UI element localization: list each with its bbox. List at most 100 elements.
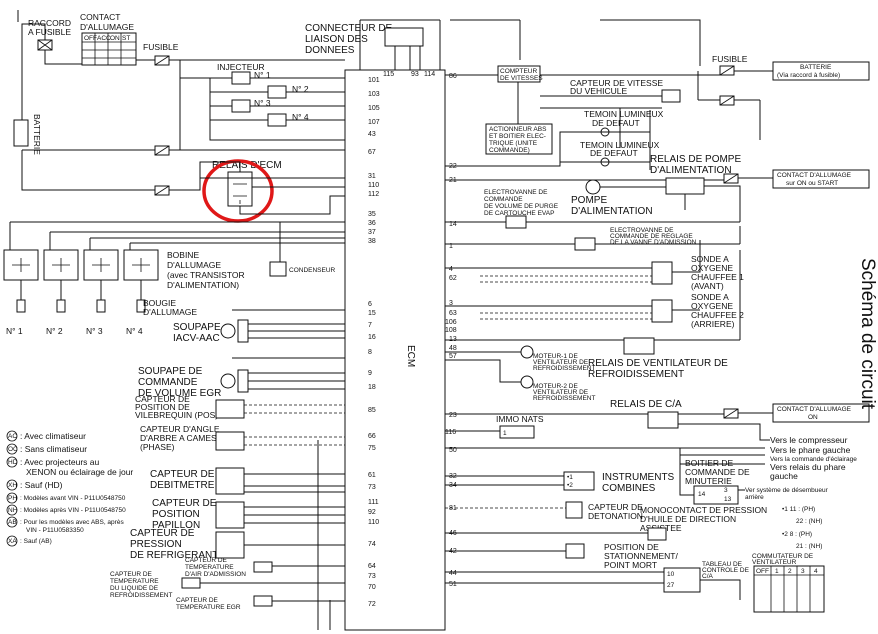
svg-text:86: 86 <box>449 73 457 80</box>
svg-text:16: 16 <box>368 334 376 341</box>
svg-text:D'ALIMENTATION): D'ALIMENTATION) <box>167 280 239 290</box>
papillon-label: CAPTEUR DE <box>152 498 217 509</box>
contact-cols: OFF ACC ON ST <box>84 35 130 42</box>
svg-text:D'ALLUMAGE: D'ALLUMAGE <box>143 307 197 317</box>
condenseur <box>269 261 287 277</box>
svg-text:93: 93 <box>411 71 419 78</box>
svg-text:111: 111 <box>368 499 379 506</box>
svg-text:61: 61 <box>368 472 376 479</box>
commutateur-cols: OFF 1 2 3 4 <box>756 568 818 575</box>
iacv-valve <box>220 323 236 339</box>
svg-text:14: 14 <box>449 221 457 228</box>
electrovanne-purge-label: ELECTROVANNE DE <box>484 189 548 196</box>
svg-text:HD: HD <box>8 459 18 466</box>
svg-text:31: 31 <box>368 173 376 180</box>
svg-text:43: 43 <box>368 131 376 138</box>
relais-pompe-label: RELAIS DE POMPE <box>650 154 741 165</box>
svg-text:: Sauf (HD): : Sauf (HD) <box>20 480 63 490</box>
svg-text:(avec TRANSISTOR: (avec TRANSISTOR <box>167 270 245 280</box>
svg-text:COMMANDE DE REGLAGE: COMMANDE DE REGLAGE <box>610 233 693 240</box>
data-link-connector <box>384 27 424 47</box>
svg-text:POINT MORT: POINT MORT <box>604 560 657 570</box>
vers-phare: Vers le phare gauche <box>770 445 851 455</box>
svg-text:VENTILATEUR DE: VENTILATEUR DE <box>533 389 589 396</box>
svg-text:XH: XH <box>8 482 17 489</box>
svg-text:DE VOLUME EGR: DE VOLUME EGR <box>138 388 221 399</box>
moteur-1 <box>520 345 534 359</box>
svg-text:110: 110 <box>368 519 379 526</box>
svg-text:DETONATION: DETONATION <box>588 511 643 521</box>
svg-text:8: 8 <box>368 349 372 356</box>
svg-text:37: 37 <box>368 229 376 236</box>
injecteur-2-label: N° 2 <box>292 84 309 94</box>
instruments-combines <box>563 471 595 491</box>
svg-text:•2: •2 <box>567 482 573 489</box>
papillon-sensor <box>215 501 245 529</box>
pos-sensor <box>215 399 245 419</box>
svg-text:72: 72 <box>368 601 376 608</box>
connecteur-label: CONNECTEUR DE <box>305 23 393 34</box>
svg-text:REFROIDISSEMENT: REFROIDISSEMENT <box>110 592 173 599</box>
svg-text:TEMPERATURE: TEMPERATURE <box>185 564 234 571</box>
svg-text:(Via raccord à fusible): (Via raccord à fusible) <box>777 72 840 79</box>
svg-text:D'ARBRE A CAMES: D'ARBRE A CAMES <box>140 433 217 443</box>
svg-text:3: 3 <box>449 300 453 307</box>
electrovanne-reglage-label: ELECTROVANNE DE <box>610 227 674 234</box>
svg-text:75: 75 <box>368 445 376 452</box>
svg-text:4: 4 <box>814 568 818 575</box>
svg-text:XENON ou éclairage de jour: XENON ou éclairage de jour <box>26 467 133 477</box>
injecteur-title: INJECTEUR <box>217 62 265 72</box>
note-2: 22 : (NH) <box>796 518 822 525</box>
svg-text:BATTERIE: BATTERIE <box>800 64 832 71</box>
svg-text:OXYGENE: OXYGENE <box>691 301 733 311</box>
svg-text:TEMPERATURE: TEMPERATURE <box>110 578 159 585</box>
svg-text:DE DEFAUT: DE DEFAUT <box>590 148 638 158</box>
svg-text:48: 48 <box>449 345 457 352</box>
svg-text:62: 62 <box>449 275 457 282</box>
svg-text:70: 70 <box>368 584 376 591</box>
svg-text:ST: ST <box>122 35 130 42</box>
monocontact <box>647 527 667 541</box>
ecm-right-pins: 86 22 21 14 1 4 62 3 63 106 108 13 48 57… <box>445 73 457 588</box>
contact-allumage-table <box>81 32 137 66</box>
svg-text:(ARRIERE): (ARRIERE) <box>691 319 735 329</box>
pos-label: CAPTEUR DE <box>135 394 190 404</box>
svg-text:7: 7 <box>368 322 372 329</box>
svg-text:AB: AB <box>8 519 17 526</box>
svg-text:: Modèles avant VIN - P11U0548: : Modèles avant VIN - P11U0548750 <box>20 495 126 502</box>
svg-text:IACV-AAC: IACV-AAC <box>173 333 220 344</box>
svg-text:CONTROLE DE: CONTROLE DE <box>702 567 750 574</box>
raccord-label2: A FUSIBLE <box>28 27 71 37</box>
refrigerant-label: CAPTEUR DE <box>130 528 195 539</box>
svg-text:TRIQUE (UNITE: TRIQUE (UNITE <box>489 140 538 147</box>
fusible-right-label: FUSIBLE <box>712 54 748 64</box>
svg-text:: Sauf (AB): : Sauf (AB) <box>20 538 52 545</box>
svg-text:63: 63 <box>449 310 457 317</box>
injecteur-4-label: N° 4 <box>292 112 309 122</box>
svg-text:36: 36 <box>368 220 376 227</box>
svg-text:81: 81 <box>449 505 457 512</box>
iacv-label: SOUPAPE <box>173 322 221 333</box>
phase-label: CAPTEUR D'ANGLE <box>140 424 220 434</box>
svg-text:1: 1 <box>775 568 779 575</box>
svg-text:VIN - P11U0583350: VIN - P11U0583350 <box>26 527 84 534</box>
phase-sensor <box>215 431 245 451</box>
compteur-vitesses <box>497 65 541 83</box>
svg-text:CHAUFFEE 2: CHAUFFEE 2 <box>691 310 744 320</box>
bougie-1: N° 1 <box>6 326 23 336</box>
temp-air-label: CAPTEUR DE <box>185 557 228 564</box>
svg-text:NH: NH <box>8 507 18 514</box>
vers-relais-phare: Vers relais du phare <box>770 462 846 472</box>
svg-text:110: 110 <box>368 182 379 189</box>
bougie-2: N° 2 <box>46 326 63 336</box>
capteur-vitesse <box>661 89 681 103</box>
temoin-1-label: TEMOIN LUMINEUX <box>584 109 664 119</box>
vers-compresseur: Vers le compresseur <box>770 435 848 445</box>
svg-text:ON: ON <box>110 35 120 42</box>
svg-text:ON: ON <box>808 414 818 421</box>
moteur-2 <box>520 375 534 389</box>
svg-text:67: 67 <box>368 149 376 156</box>
svg-text:14: 14 <box>698 491 706 498</box>
svg-text:: Avec climatiseur: : Avec climatiseur <box>20 431 86 441</box>
raccord-label: RACCORD <box>28 18 71 28</box>
